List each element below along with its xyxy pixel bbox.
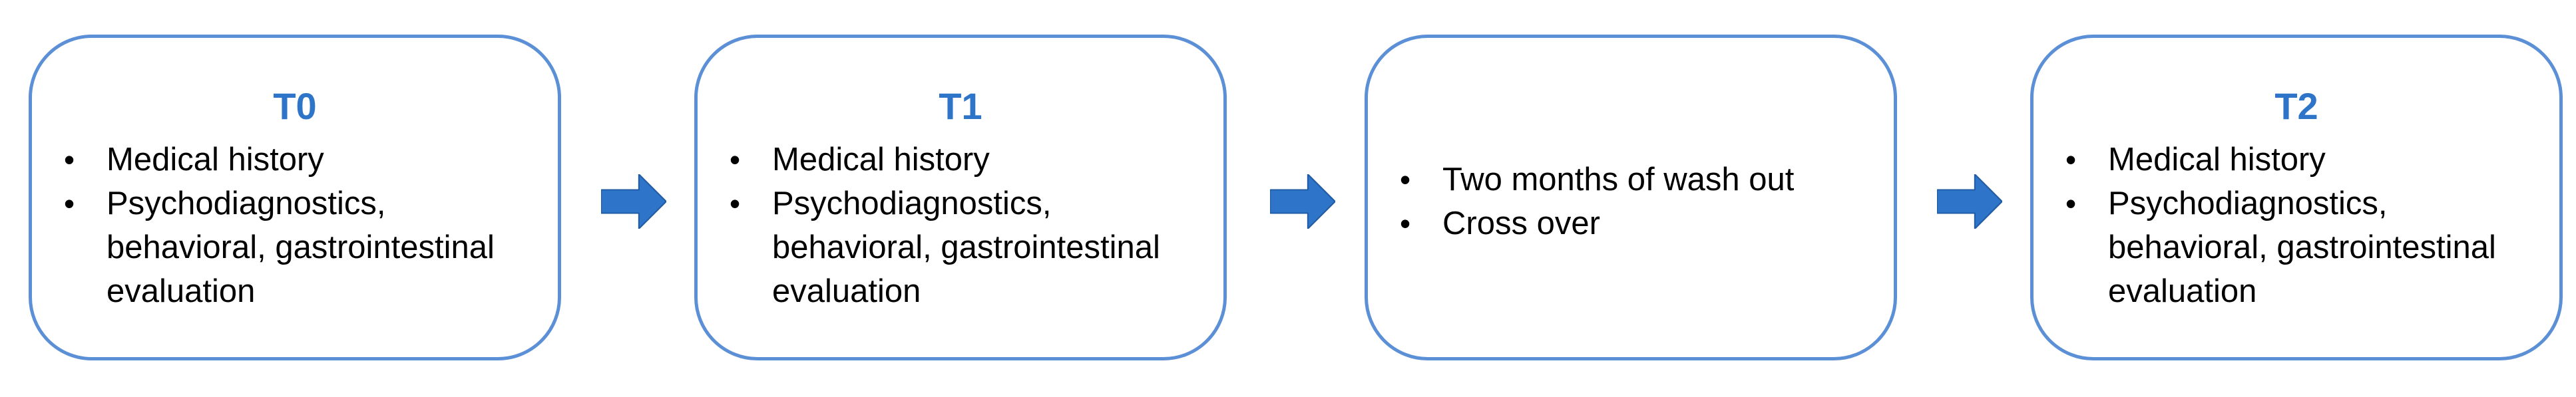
list-item: • Medical history	[2060, 138, 2546, 182]
step-title: T0	[273, 85, 317, 127]
bullet-icon: •	[730, 186, 741, 221]
list-item: • Medical history	[724, 138, 1210, 182]
list-item: • Psychodiagnostics, behavioral, gastroi…	[2060, 182, 2546, 313]
bullet-icon: •	[64, 186, 75, 221]
list-item-text: Medical history	[2108, 142, 2326, 178]
list-item-text: Psychodiagnostics, behavioral, gastroint…	[2108, 186, 2496, 309]
list-item-text: Two months of wash out	[1442, 162, 1795, 198]
bullet-icon: •	[1400, 206, 1411, 241]
step-item-list: • Two months of wash out • Cross over	[1395, 158, 1880, 245]
step-box-washout: • Two months of wash out • Cross over	[1365, 35, 1897, 360]
arrow-right-icon	[601, 174, 666, 229]
list-item-text: Medical history	[107, 142, 324, 178]
list-item-text: Psychodiagnostics, behavioral, gastroint…	[772, 186, 1160, 309]
step-item-list: • Medical history • Psychodiagnostics, b…	[724, 138, 1210, 313]
list-item-text: Medical history	[772, 142, 990, 178]
step-title: T2	[2274, 85, 2318, 127]
list-item: • Medical history	[59, 138, 544, 182]
bullet-icon: •	[2065, 142, 2077, 177]
arrow-right-icon	[1937, 174, 2002, 229]
list-item-text: Cross over	[1442, 205, 1600, 241]
step-box-t0: T0 • Medical history • Psychodiagnostics…	[29, 35, 561, 360]
bullet-icon: •	[2065, 186, 2077, 221]
step-box-t2: T2 • Medical history • Psychodiagnostics…	[2030, 35, 2563, 360]
bullet-icon: •	[64, 142, 75, 177]
step-item-list: • Medical history • Psychodiagnostics, b…	[2060, 138, 2546, 313]
list-item: • Cross over	[1395, 201, 1880, 245]
list-item: • Two months of wash out	[1395, 158, 1880, 201]
list-item-text: Psychodiagnostics, behavioral, gastroint…	[107, 186, 495, 309]
arrow-right-icon	[1270, 174, 1335, 229]
list-item: • Psychodiagnostics, behavioral, gastroi…	[59, 182, 544, 313]
bullet-icon: •	[730, 142, 741, 177]
step-box-t1: T1 • Medical history • Psychodiagnostics…	[694, 35, 1227, 360]
step-item-list: • Medical history • Psychodiagnostics, b…	[59, 138, 544, 313]
step-title: T1	[939, 85, 982, 127]
bullet-icon: •	[1400, 162, 1411, 197]
list-item: • Psychodiagnostics, behavioral, gastroi…	[724, 182, 1210, 313]
